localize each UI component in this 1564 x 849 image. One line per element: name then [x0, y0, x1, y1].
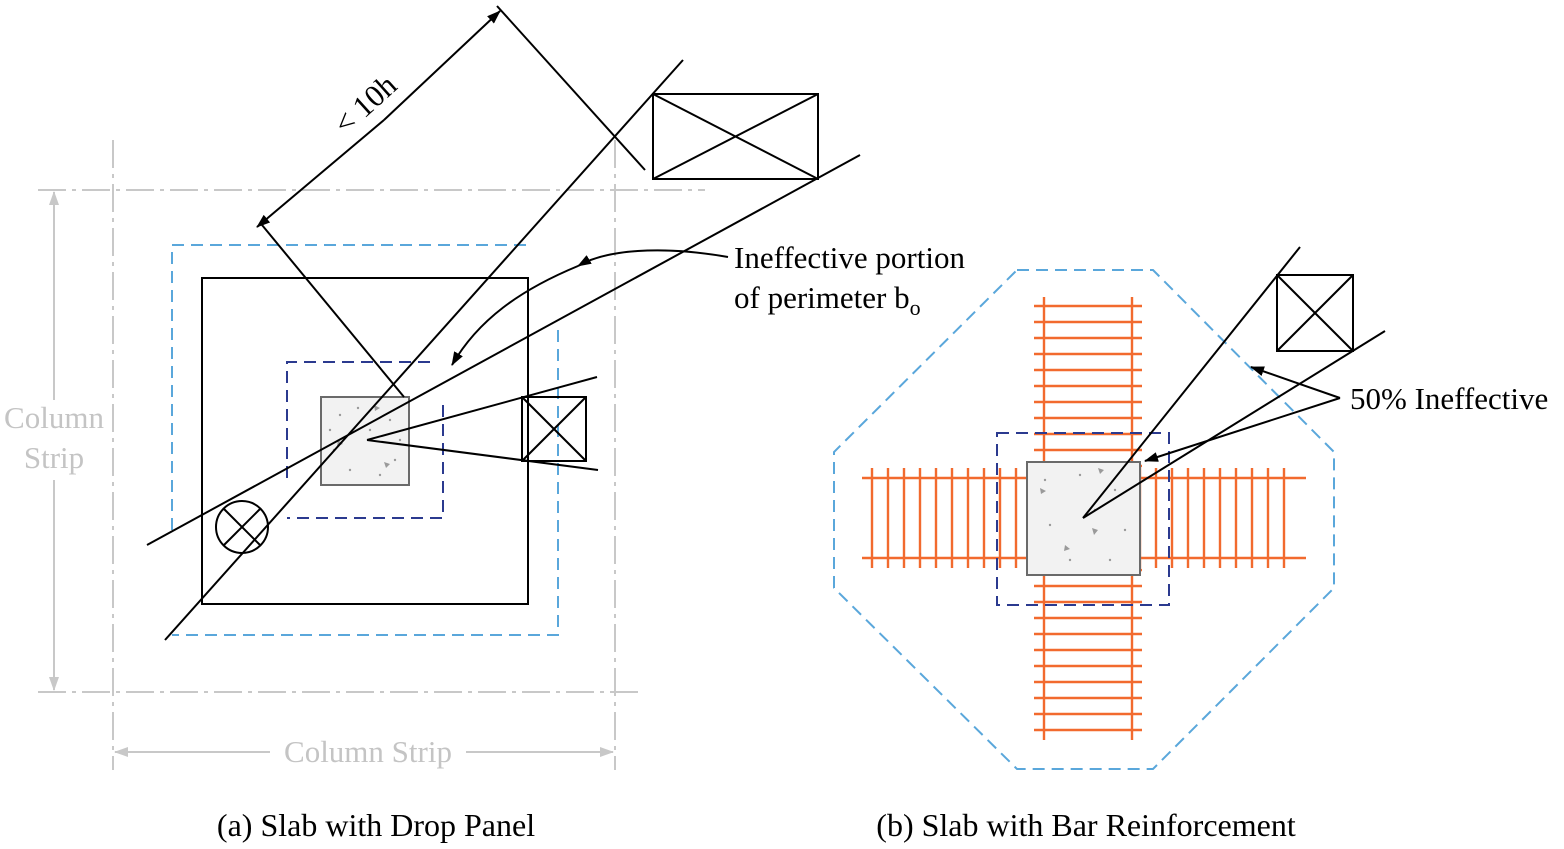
- ineffective-portion-leader: [451, 249, 729, 366]
- opening-large: [652, 93, 819, 180]
- inner-critical-perimeter: [286, 361, 444, 519]
- opening-b: [1276, 274, 1354, 352]
- ten-h-dimension: < 10h: [256, 5, 646, 398]
- fifty-percent-leaders: [1144, 366, 1341, 462]
- inner-critical-perimeter-b: [996, 432, 1170, 606]
- ineffective-portion-label-2: of perimeter bo: [734, 280, 921, 320]
- octagonal-critical-perimeter: [833, 269, 1335, 770]
- perimeter-label-text: of perimeter b: [734, 280, 910, 315]
- column-strip-vertical-dimension: Column Strip: [4, 191, 104, 691]
- ineffective-radial-lines: [146, 59, 861, 641]
- caption-b: (b) Slab with Bar Reinforcement: [876, 807, 1296, 843]
- fifty-percent-ineffective-label: 50% Ineffective: [1350, 381, 1548, 416]
- column-strip-lines: [38, 140, 705, 770]
- opening-circular: [215, 500, 269, 554]
- ineffective-portion-label-1: Ineffective portion: [734, 240, 965, 275]
- perimeter-subscript: o: [910, 295, 921, 320]
- column-strip-horizontal-dimension: Column Strip: [114, 734, 614, 769]
- ineffective-radial-lines-b: [1082, 246, 1386, 519]
- caption-a: (a) Slab with Drop Panel: [217, 807, 535, 843]
- opening-small: [521, 396, 587, 462]
- column-a: [320, 396, 410, 486]
- column-strip-horizontal-label: Column Strip: [284, 734, 452, 769]
- column-strip-vertical-label-2: Strip: [24, 440, 84, 475]
- drop-panel: [201, 277, 529, 605]
- ten-h-label: < 10h: [327, 67, 404, 141]
- panel-a: Column Strip Column Strip: [4, 5, 965, 843]
- column-strip-vertical-label-1: Column: [4, 400, 104, 435]
- panel-b: 50% Ineffective (b) Slab with Bar Reinfo…: [833, 246, 1548, 843]
